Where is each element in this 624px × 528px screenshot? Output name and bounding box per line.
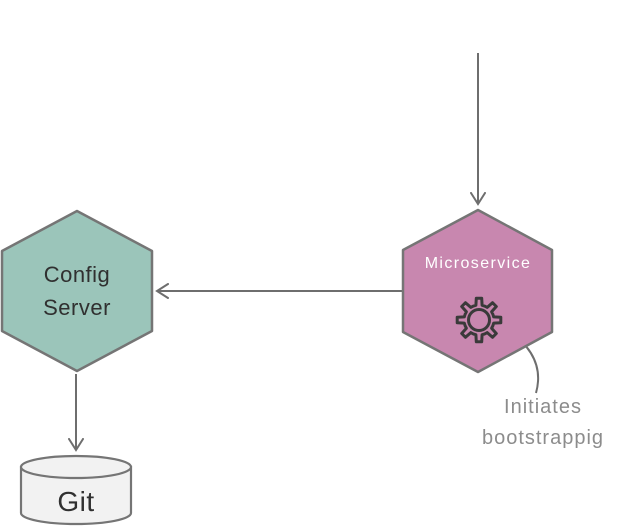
microservice-label: Microservice — [403, 253, 553, 275]
git-label-text: Git — [57, 486, 95, 517]
config-server-label-line2: Server — [43, 295, 111, 320]
annotation-line2: bootstrappig — [481, 427, 605, 449]
microservice-node — [401, 208, 554, 374]
config-server-node — [0, 209, 154, 373]
microservice-label-text: Microservice — [424, 255, 532, 272]
git-label: Git — [20, 486, 132, 518]
git-node — [19, 454, 133, 526]
config-server-label: Config Server — [27, 258, 127, 324]
gear-icon — [455, 296, 503, 344]
config-server-label-line1: Config — [43, 262, 111, 287]
annotation-initiates-bootstrapping: Initiates bootstrappig — [463, 392, 623, 454]
annotation-line1: Initiates — [504, 396, 582, 418]
